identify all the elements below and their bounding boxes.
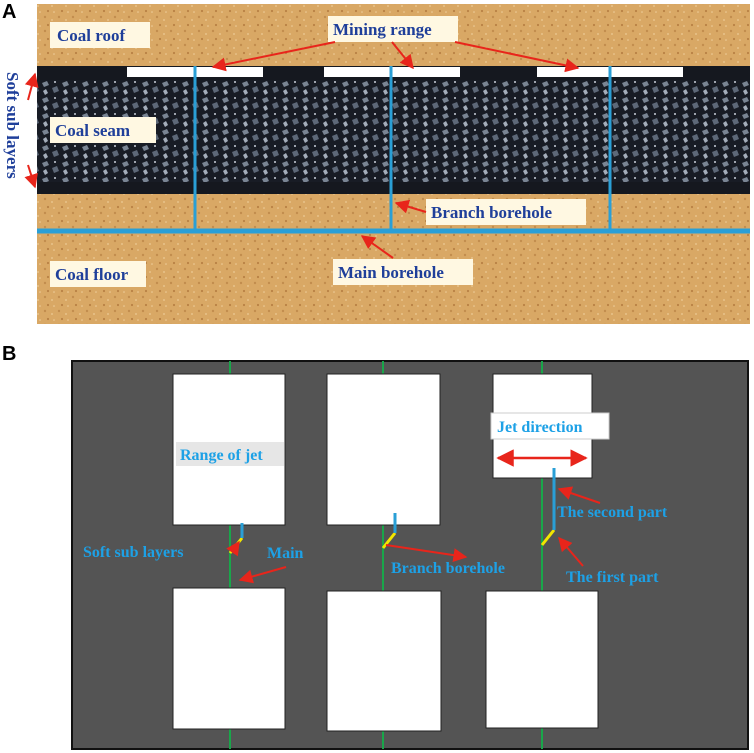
panel-b: Range of jet Jet direction The second pa… (71, 360, 749, 750)
jet-box-bottom-2 (326, 590, 442, 732)
label-the-first-part: The first part (566, 569, 659, 586)
svg-text:Main borehole: Main borehole (338, 263, 444, 282)
label-main: Main (267, 545, 304, 562)
panel-b-letter: B (2, 343, 16, 365)
label-branch-borehole-a: Branch borehole (426, 199, 586, 225)
panel-b-arrows (226, 486, 601, 584)
svg-text:Range of jet: Range of jet (180, 447, 263, 464)
jet-box-bottom-1 (172, 587, 286, 730)
svg-text:Coal seam: Coal seam (55, 121, 130, 140)
svg-text:Jet direction: Jet direction (497, 419, 583, 436)
label-range-of-jet: Range of jet (176, 442, 284, 466)
panel-a: Coal roof Mining range Coal seam Soft su… (3, 4, 750, 324)
panel-a-arrows (24, 41, 580, 259)
label-soft-sub-layers-a: Soft sub layers (3, 72, 22, 179)
soft-sub-layer-bottom (37, 182, 750, 194)
svg-text:Coal floor: Coal floor (55, 265, 129, 284)
label-main-borehole: Main borehole (333, 259, 473, 285)
label-coal-seam: Coal seam (50, 117, 156, 143)
branch-boreholes (193, 66, 612, 231)
svg-text:Mining range: Mining range (333, 20, 432, 39)
mining-range-segments (127, 67, 683, 77)
svg-text:Coal roof: Coal roof (57, 26, 125, 45)
jet-box-bottom-3 (485, 590, 599, 729)
label-soft-sub-layers-b: Soft sub layers (83, 544, 183, 561)
label-branch-borehole-b: Branch borehole (391, 560, 505, 577)
label-mining-range: Mining range (328, 16, 458, 42)
svg-text:Branch borehole: Branch borehole (431, 203, 553, 222)
label-jet-direction: Jet direction (490, 412, 610, 440)
panel-a-letter: A (2, 1, 16, 23)
label-coal-floor: Coal floor (50, 261, 146, 287)
label-coal-roof: Coal roof (50, 22, 150, 48)
label-the-second-part: The second part (557, 504, 668, 521)
jet-box-top-2 (326, 373, 441, 526)
